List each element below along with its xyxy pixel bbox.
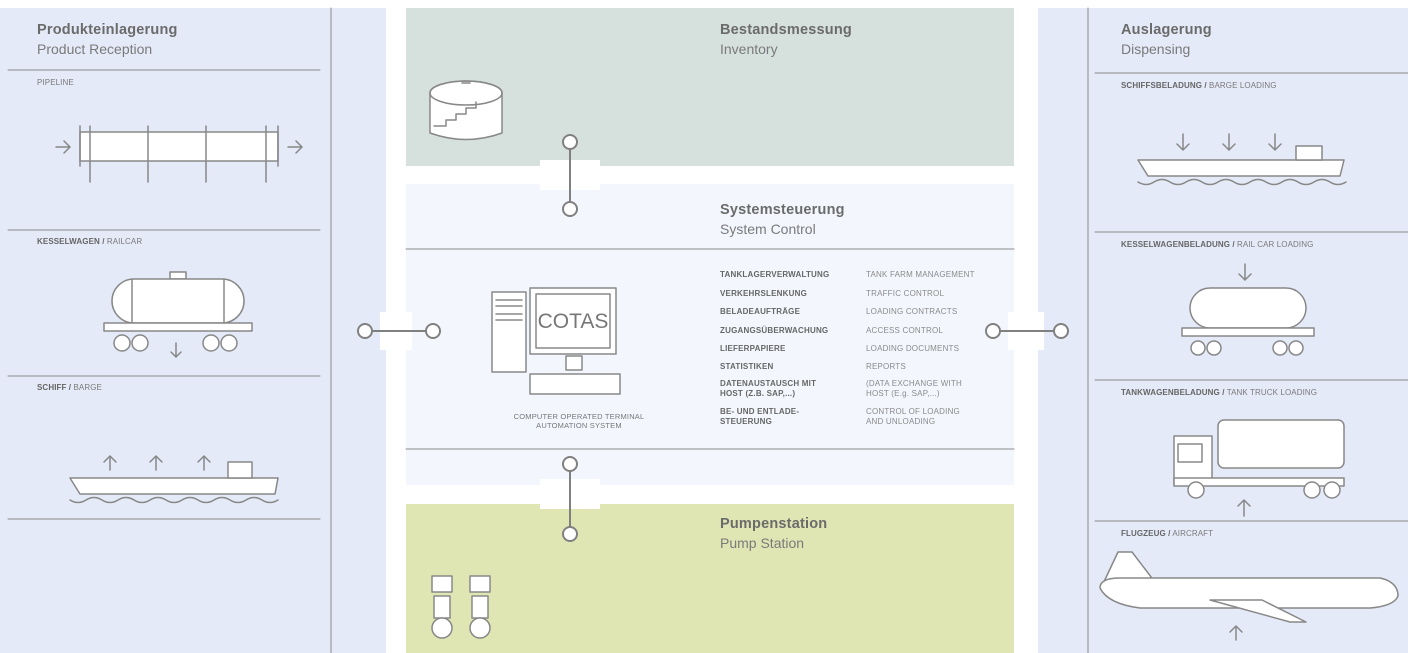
truck-loading-label-de: TANKWAGENBELADUNG / xyxy=(1121,388,1225,397)
dispensing-title-en: Dispensing xyxy=(1121,41,1191,57)
dispensing-title-de: Auslagerung xyxy=(1121,22,1212,38)
function-en-2: LOADING CONTRACTS xyxy=(866,307,958,316)
reception-dividers xyxy=(7,7,332,653)
inventory-panel xyxy=(406,8,1014,166)
dispensing-header: Auslagerung Dispensing xyxy=(1121,22,1212,57)
inventory-header: Bestandsmessung Inventory xyxy=(720,22,852,57)
pipeline-icon xyxy=(55,125,303,183)
pump-panel xyxy=(406,504,1014,653)
railcar-label-de: KESSELWAGEN / xyxy=(37,237,105,246)
connector-control-pump xyxy=(562,456,578,542)
aircraft-label-de: FLUGZEUG / xyxy=(1121,529,1171,538)
railcar-loading-label-en: RAIL CAR LOADING xyxy=(1234,240,1314,249)
connector-reception-control xyxy=(357,323,441,339)
cotas-caption-line1: COMPUTER OPERATED TERMINAL xyxy=(513,412,645,421)
pump-title-de: Pumpenstation xyxy=(720,516,828,532)
railcar-icon xyxy=(103,271,253,358)
control-dividers xyxy=(405,248,1015,450)
cotas-caption-line2: AUTOMATION SYSTEM xyxy=(536,421,622,430)
connector-inventory-control xyxy=(562,134,578,217)
pump-title-en: Pump Station xyxy=(720,535,805,551)
railcar-label: KESSELWAGEN / RAILCAR xyxy=(37,237,142,246)
function-de-4: LIEFERPAPIERE xyxy=(720,344,786,353)
aircraft-label-en: AIRCRAFT xyxy=(1170,529,1214,538)
function-en-6: (DATA EXCHANGE WITH HOST (E.g. SAP,...) xyxy=(866,379,962,398)
railcar-loading-label-de: KESSELWAGENBELADUNG / xyxy=(1121,240,1235,249)
barge-label: SCHIFF / BARGE xyxy=(37,383,102,392)
cotas-monitor-label: COTAS xyxy=(538,310,609,333)
function-en-4: LOADING DOCUMENTS xyxy=(866,344,960,353)
pumps-icon xyxy=(431,575,491,639)
railcar-loading-label: KESSELWAGENBELADUNG / RAIL CAR LOADING xyxy=(1121,240,1313,249)
barge-loading-label-en: BARGE LOADING xyxy=(1206,81,1277,90)
aircraft-label: FLUGZEUG / AIRCRAFT xyxy=(1121,529,1213,538)
barge-loading-label-de: SCHIFFSBELADUNG / xyxy=(1121,81,1207,90)
function-de-3: ZUGANGSÜBERWACHUNG xyxy=(720,326,829,335)
cotas-caption: COMPUTER OPERATED TERMINAL AUTOMATION SY… xyxy=(484,412,674,430)
computer-icon xyxy=(491,287,621,395)
function-en-5: REPORTS xyxy=(866,362,906,371)
railcar-loading-icon xyxy=(1181,263,1315,356)
function-de-2: BELADEAUFTRÄGE xyxy=(720,307,801,316)
truck-loading-label: TANKWAGENBELADUNG / TANK TRUCK LOADING xyxy=(1121,388,1317,397)
reception-header: Produkteinlagerung Product Reception xyxy=(37,22,178,57)
barge-loading-label: SCHIFFSBELADUNG / BARGE LOADING xyxy=(1121,81,1277,90)
connector-bridges xyxy=(380,160,1044,509)
function-de-7: BE- UND ENTLADE-STEUERUNG xyxy=(720,407,800,426)
function-de-1: VERKEHRSLENKUNG xyxy=(720,289,808,298)
function-en-1: TRAFFIC CONTROL xyxy=(866,289,945,298)
reception-title-de: Produkteinlagerung xyxy=(37,22,178,38)
pump-header: Pumpenstation Pump Station xyxy=(720,516,827,551)
inventory-title-de: Bestandsmessung xyxy=(720,22,852,38)
aircraft-icon xyxy=(1099,551,1399,641)
function-en-7: CONTROL OF LOADING AND UNLOADING xyxy=(866,407,960,426)
control-title-de: Systemsteuerung xyxy=(720,202,845,218)
pipeline-label: PIPELINE xyxy=(37,78,74,87)
tank-truck-icon xyxy=(1173,419,1345,517)
control-title-en: System Control xyxy=(720,221,816,237)
barge-label-en: BARGE xyxy=(71,383,102,392)
railcar-label-en: RAILCAR xyxy=(104,237,143,246)
control-header: Systemsteuerung System Control xyxy=(720,202,845,237)
barge-icon xyxy=(69,455,279,504)
function-en-0: TANK FARM MANAGEMENT xyxy=(866,270,975,279)
tank-icon xyxy=(429,80,503,141)
dispensing-dividers xyxy=(1087,7,1408,653)
function-en-3: ACCESS CONTROL xyxy=(866,326,944,335)
function-de-0: TANKLAGERVERWALTUNG xyxy=(720,270,830,279)
function-de-5: STATISTIKEN xyxy=(720,362,774,371)
barge-label-de: SCHIFF / xyxy=(37,383,72,392)
function-de-6: DATENAUSTAUSCH MIT HOST (Z.B. SAP,...) xyxy=(720,379,817,398)
connector-control-dispensing xyxy=(985,323,1069,339)
inventory-title-en: Inventory xyxy=(720,41,778,57)
barge-loading-icon xyxy=(1137,133,1347,186)
reception-title-en: Product Reception xyxy=(37,41,153,57)
truck-loading-label-en: TANK TRUCK LOADING xyxy=(1224,388,1318,397)
